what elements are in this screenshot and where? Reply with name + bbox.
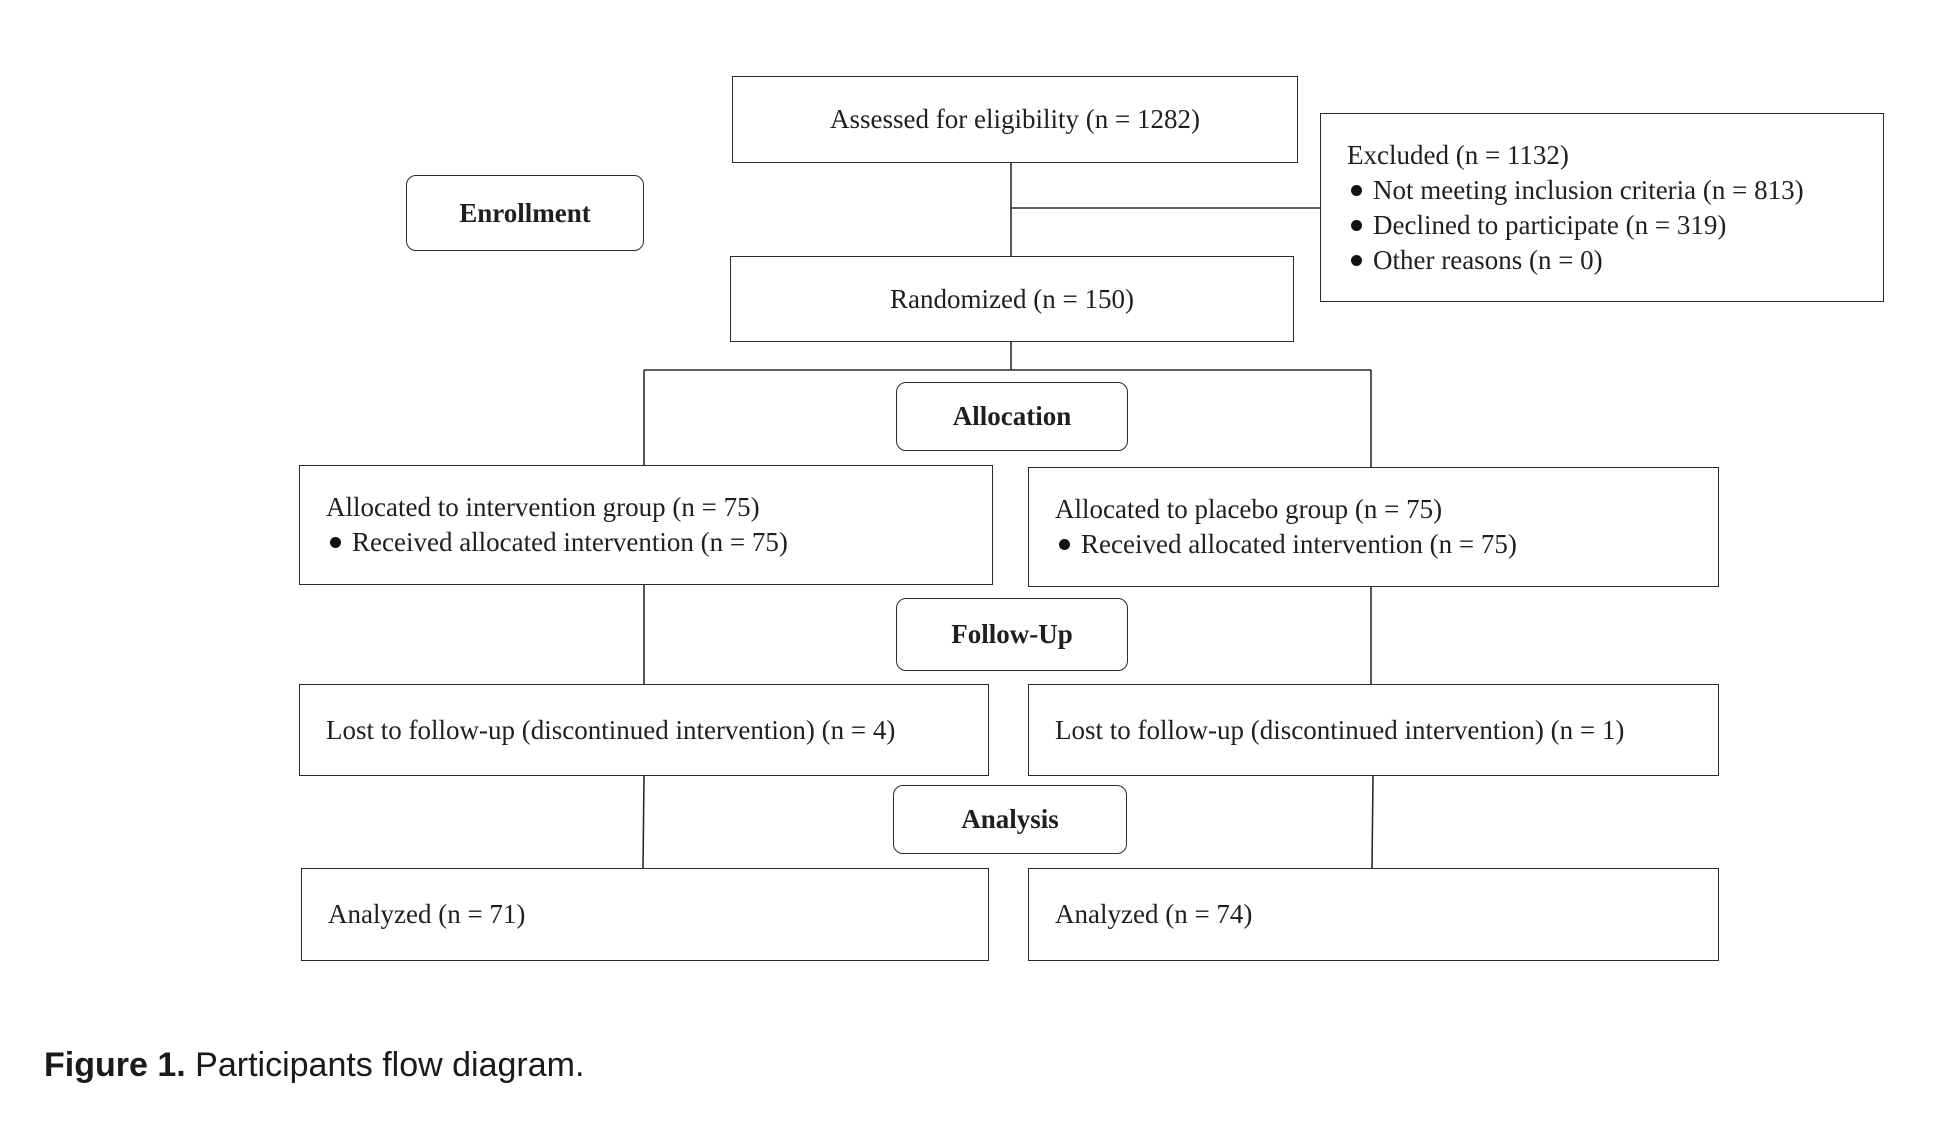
placebo-allocated-list: Received allocated intervention (n = 75) — [1055, 527, 1718, 562]
randomized-box: Randomized (n = 150) — [730, 256, 1294, 342]
figure-caption: Figure 1. Participants flow diagram. — [44, 1046, 1044, 1085]
intervention-lost-text: Lost to follow-up (discontinued interven… — [326, 714, 896, 745]
stage-follow-up-label: Follow-Up — [951, 619, 1073, 649]
intervention-analyzed-box: Analyzed (n = 71) — [301, 868, 989, 961]
excluded-item-inclusion: Not meeting inclusion criteria (n = 813) — [1347, 173, 1883, 208]
assessed-text: Assessed for eligibility (n = 1282) — [830, 104, 1200, 134]
placebo-allocated-text: Allocated to placebo group (n = 75) — [1055, 494, 1443, 524]
placebo-analyzed-box: Analyzed (n = 74) — [1028, 868, 1719, 961]
stage-analysis: Analysis — [893, 785, 1127, 854]
placebo-allocated-box: Allocated to placebo group (n = 75) Rece… — [1028, 467, 1719, 587]
intervention-received-text: Received allocated intervention (n = 75) — [326, 525, 992, 560]
stage-enrollment-label: Enrollment — [459, 197, 591, 228]
connector-left-to-analyzed — [642, 775, 645, 869]
stage-follow-up: Follow-Up — [896, 598, 1128, 671]
stage-allocation: Allocation — [896, 382, 1128, 451]
stage-enrollment: Enrollment — [406, 175, 644, 251]
intervention-analyzed-text: Analyzed (n = 71) — [328, 899, 526, 929]
placebo-analyzed-text: Analyzed (n = 74) — [1055, 899, 1253, 929]
intervention-lost-box: Lost to follow-up (discontinued interven… — [299, 684, 989, 776]
stage-allocation-label: Allocation — [952, 401, 1072, 431]
excluded-list: Not meeting inclusion criteria (n = 813)… — [1347, 173, 1883, 278]
excluded-item-other: Other reasons (n = 0) — [1347, 243, 1883, 278]
figure-caption-text: Participants flow diagram. — [195, 1046, 585, 1084]
excluded-title: Excluded (n = 1132) — [1347, 139, 1569, 170]
connector-right-to-analyzed — [1371, 775, 1374, 869]
stage-analysis-label: Analysis — [961, 804, 1059, 834]
intervention-allocated-list: Received allocated intervention (n = 75) — [326, 525, 992, 560]
assessed-box: Assessed for eligibility (n = 1282) — [732, 76, 1298, 163]
placebo-lost-box: Lost to follow-up (discontinued interven… — [1028, 684, 1719, 776]
randomized-text: Randomized (n = 150) — [890, 283, 1134, 314]
intervention-allocated-text: Allocated to intervention group (n = 75) — [326, 492, 760, 522]
placebo-lost-text: Lost to follow-up (discontinued interven… — [1055, 714, 1625, 745]
figure-caption-label: Figure 1. — [44, 1046, 186, 1084]
excluded-box: Excluded (n = 1132) Not meeting inclusio… — [1320, 113, 1884, 302]
excluded-item-declined: Declined to participate (n = 319) — [1347, 208, 1883, 243]
intervention-allocated-box: Allocated to intervention group (n = 75)… — [299, 465, 993, 585]
placebo-received-text: Received allocated intervention (n = 75) — [1055, 527, 1718, 562]
